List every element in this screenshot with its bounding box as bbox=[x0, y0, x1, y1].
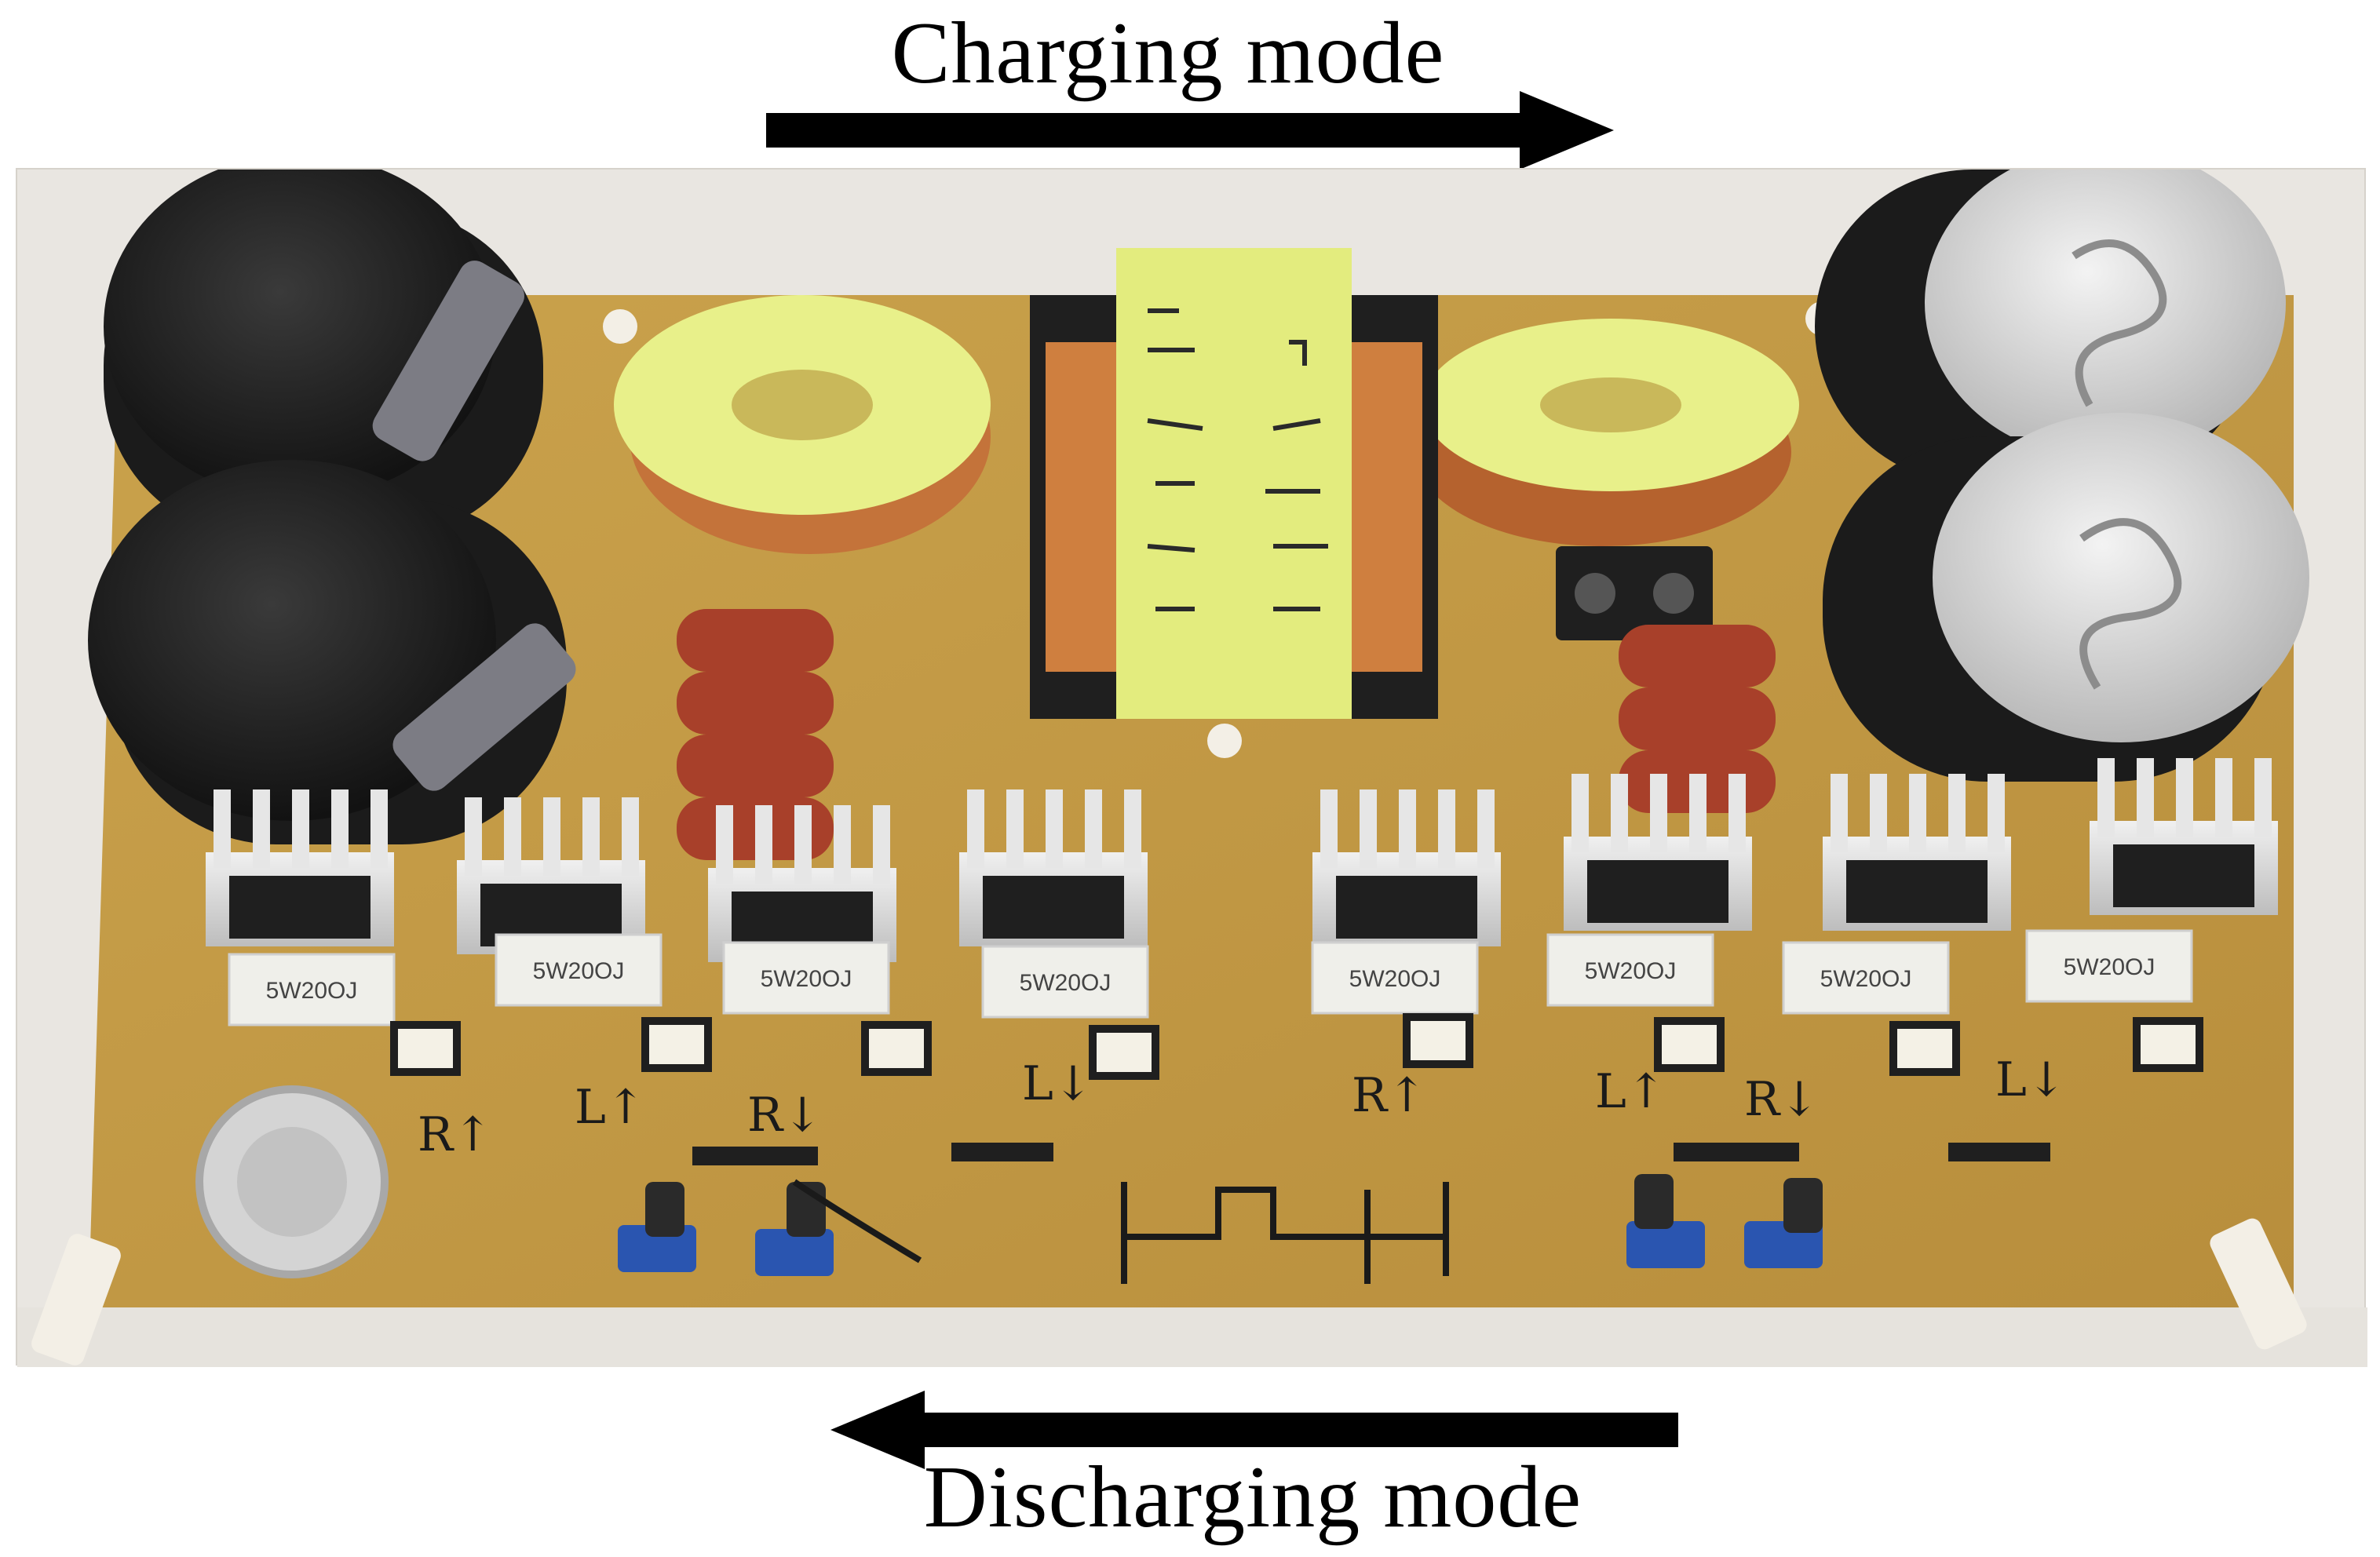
charging-arrow-right bbox=[766, 91, 1614, 170]
transformer bbox=[1030, 248, 1438, 719]
right-capacitors bbox=[1815, 170, 2309, 782]
terminal-block bbox=[1556, 546, 1713, 640]
optocouplers bbox=[390, 1013, 2203, 1080]
resistor-label: 5W20OJ bbox=[1349, 966, 1441, 992]
hand-label: R↓ bbox=[1744, 1072, 1819, 1127]
resistor-label: 5W20OJ bbox=[266, 978, 358, 1004]
pcb-board bbox=[88, 295, 2294, 1323]
handwritten-labels: R↑ L↑ R↓ L↓ R↑ L↑ R↓ L↓ bbox=[418, 1052, 2066, 1162]
heatsinks bbox=[206, 758, 2278, 962]
charging-mode-caption: Charging mode bbox=[891, 5, 1445, 102]
hand-label: L↑ bbox=[575, 1080, 645, 1135]
pcb-photo: 5W20OJ 5W20OJ 5W20OJ 5W20OJ 5W20OJ 5W20O… bbox=[16, 168, 2367, 1367]
electrolytic-caps bbox=[645, 1174, 1823, 1237]
resistor-label: 5W20OJ bbox=[2064, 954, 2156, 980]
hand-label: R↑ bbox=[418, 1107, 492, 1162]
pin-headers bbox=[692, 1143, 2050, 1165]
wiring bbox=[792, 1179, 1449, 1284]
resistor-label: 5W20OJ bbox=[1820, 966, 1912, 992]
discharging-arrow-left bbox=[830, 1391, 1678, 1469]
hand-label: L↓ bbox=[1995, 1052, 2066, 1107]
left-capacitors bbox=[88, 170, 576, 844]
hand-label: L↑ bbox=[1595, 1064, 1666, 1119]
resistor-label: 5W20OJ bbox=[1585, 958, 1677, 984]
cement-resistors: 5W20OJ 5W20OJ 5W20OJ 5W20OJ 5W20OJ 5W20O… bbox=[228, 929, 2193, 1026]
resistor-label: 5W20OJ bbox=[761, 966, 852, 992]
right-toroid bbox=[1414, 319, 1799, 546]
left-toroid bbox=[614, 295, 991, 554]
resistor-label: 5W20OJ bbox=[1020, 970, 1112, 996]
pcb-photo-drawing: 5W20OJ 5W20OJ 5W20OJ 5W20OJ 5W20OJ 5W20O… bbox=[17, 170, 2367, 1367]
discharging-mode-caption: Discharging mode bbox=[923, 1449, 1582, 1546]
resistor-label: 5W20OJ bbox=[533, 958, 625, 984]
hand-label: R↓ bbox=[747, 1088, 822, 1143]
hand-label: L↓ bbox=[1022, 1056, 1093, 1111]
hand-label: R↑ bbox=[1352, 1068, 1426, 1123]
coin bbox=[195, 1085, 389, 1278]
